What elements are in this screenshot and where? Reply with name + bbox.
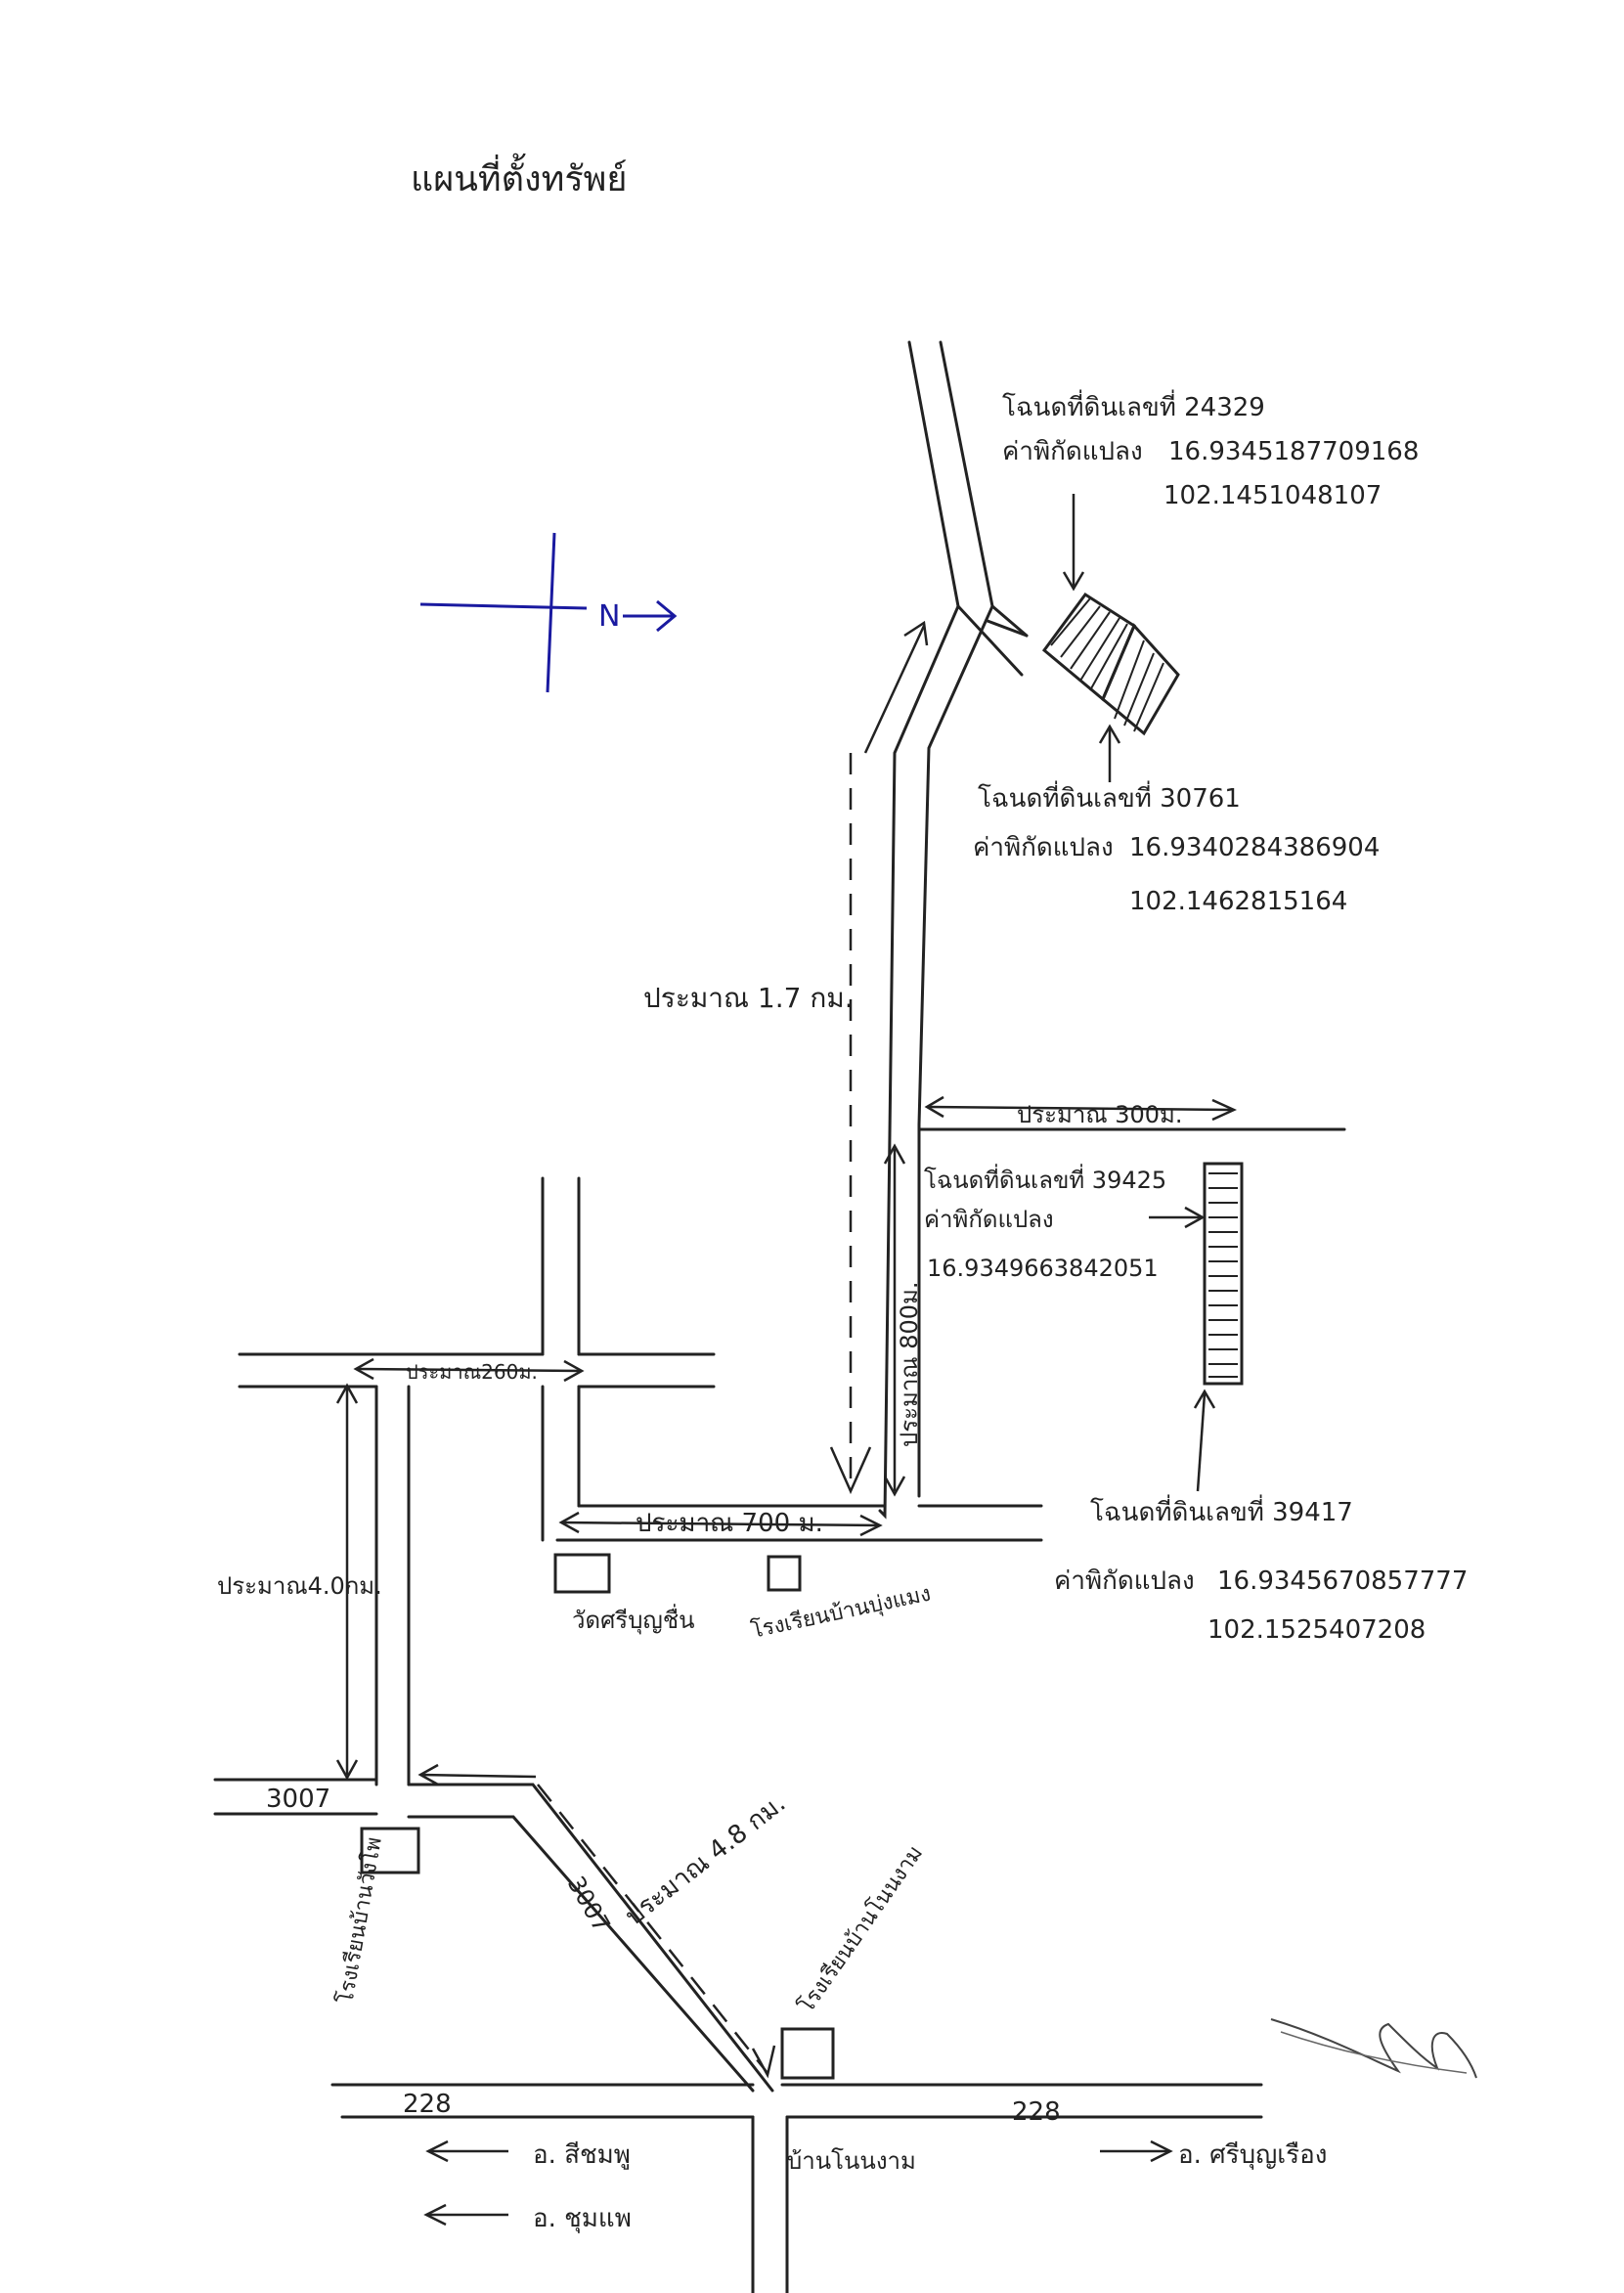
distance-1-7km: ประมาณ 1.7 กม.: [643, 982, 854, 1014]
svg-text:ค่าพิกัดแปลง: ค่าพิกัดแปลง: [1054, 1566, 1195, 1596]
svg-text:16.934966384205‌1: 16.934966384205‌1: [927, 1255, 1159, 1282]
school-3-marker: โรงเรียนบ้านโนนงาม: [780, 1841, 928, 2080]
svg-text:ค่าพิกัดแปลง: ค่าพิกัดแปลง: [973, 833, 1114, 862]
svg-text:102.1525407208: 102.1525407208: [1207, 1615, 1426, 1645]
svg-text:102.1451048107: 102.1451048107: [1163, 481, 1382, 510]
road-3007-label: 3007: [266, 1785, 330, 1814]
plot-39425-label: โฉนดที่ดินเลขที่ 39425 ค่าพิกัดแปลง 16.9…: [924, 1164, 1166, 1282]
destination-left-1: อ. สีชมพู: [425, 2139, 631, 2170]
svg-text:อ. ชุมแพ: อ. ชุมแพ: [533, 2204, 632, 2233]
distance-4-0km: ประมาณ4.0กม.: [217, 1572, 382, 1600]
plot-24329-label: โฉนดที่ดินเลขที่ 24329 ค่าพิกัดแปลง 16.9…: [1002, 389, 1419, 510]
svg-text:ค่าพิกัดแปลง: ค่าพิกัดแปลง: [924, 1206, 1054, 1233]
plot-30761-label: โฉนดที่ดินเลขที่ 30761 ค่าพิกัดแปลง 16.9…: [973, 780, 1380, 916]
svg-text:ค่าพิกัดแปลง: ค่าพิกัดแปลง: [1002, 437, 1143, 466]
svg-text:โฉนดที่ดินเลขที่ 39425: โฉนดที่ดินเลขที่ 39425: [924, 1164, 1166, 1194]
road-228-right-label: 228: [1012, 2097, 1061, 2127]
temple-label: วัดศรีบุญชื่น: [572, 1604, 695, 1635]
destination-right-1: อ. ศรีบุญเรือง: [1100, 2139, 1327, 2170]
plot-24329-30761-shape: [1041, 592, 1180, 736]
school-3-label: โรงเรียนบ้านโนนงาม: [794, 1841, 928, 2018]
school-2-marker: โรงเรียนบ้านวังโพ: [332, 1827, 420, 2006]
road-228-left-label: 228: [403, 2090, 452, 2119]
distance-300m: ประมาณ 300ม.: [1017, 1101, 1182, 1128]
svg-text:โฉนดที่ดินเลขที่ 24329: โฉนดที่ดินเลขที่ 24329: [1002, 389, 1265, 422]
svg-text:16.9345670857777: 16.9345670857777: [1217, 1566, 1468, 1596]
svg-text:102.1462815164: 102.1462815164: [1129, 887, 1347, 916]
svg-text:โฉนดที่ดินเลขที่ 39417: โฉนดที่ดินเลขที่ 39417: [1090, 1494, 1353, 1527]
svg-text:16.9340284386904: 16.9340284386904: [1129, 833, 1380, 862]
school-1-marker: โรงเรียนบ้านบุ่งแมง: [749, 1555, 933, 1644]
distance-700m: ประมาณ 700 ม.: [636, 1509, 823, 1538]
north-label: N: [598, 599, 620, 634]
temple-marker: วัดศรีบุญชื่น: [553, 1553, 695, 1635]
village-label: บ้านโนนงาม: [787, 2147, 916, 2175]
road-228: [330, 2083, 1263, 2293]
svg-text:16.9345187709168: 16.9345187709168: [1168, 437, 1419, 466]
destination-left-2: อ. ชุมแพ: [423, 2203, 632, 2233]
svg-text:อ. ศรีบุญเรือง: อ. ศรีบุญเรือง: [1178, 2140, 1327, 2170]
middle-road-network: [213, 1176, 1043, 2093]
signature: [1270, 2018, 1477, 2079]
svg-text:โฉนดที่ดินเลขที่ 30761: โฉนดที่ดินเลขที่ 30761: [978, 780, 1241, 814]
distance-4-8km: ประมาณ 4.8 กม.: [620, 1788, 792, 1931]
compass: N: [419, 532, 678, 693]
east-branch-road: ประมาณ 300ม.: [917, 1095, 1346, 1131]
main-road-north: [878, 340, 1029, 1520]
plot-39425-39417-shape: [1203, 1162, 1244, 1386]
svg-text:อ. สีชมพู: อ. สีชมพู: [533, 2140, 631, 2170]
distance-260m: ประมาณ260ม.: [406, 1360, 538, 1384]
distance-800m: ประมาณ 800ม.: [896, 1282, 923, 1447]
school-2-label: โรงเรียนบ้านวังโพ: [332, 1835, 387, 2006]
map-title: แผนที่ตั้งทรัพย์: [411, 153, 627, 199]
plot-39417-label: โฉนดที่ดินเลขที่ 39417 ค่าพิกัดแปลง 16.9…: [1054, 1494, 1468, 1645]
